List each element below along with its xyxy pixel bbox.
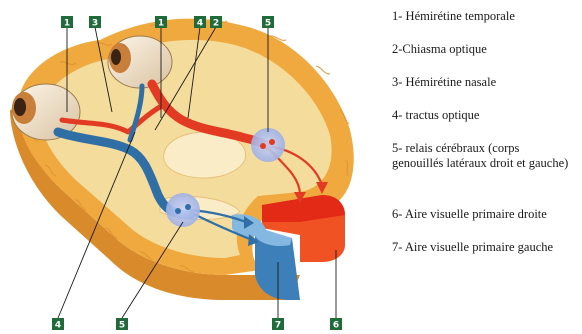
svg-text:1: 1	[64, 19, 70, 29]
callout-7: 7	[272, 318, 284, 331]
callout-6: 6	[330, 318, 342, 331]
eye-right	[108, 36, 172, 88]
svg-text:5: 5	[265, 19, 271, 29]
legend-item-7: 7- Aire visuelle primaire gauche	[392, 240, 580, 255]
relay-left	[166, 193, 200, 227]
svg-text:2: 2	[213, 19, 219, 29]
svg-text:5: 5	[119, 321, 125, 331]
legend-item-4: 4- tractus optique	[392, 108, 580, 123]
legend-item-3: 3- Hémirétine nasale	[392, 75, 580, 90]
svg-text:1: 1	[158, 19, 164, 29]
legend-item-1: 1- Hémirétine temporale	[392, 9, 580, 24]
legend-item-2: 2-Chiasma optique	[392, 42, 580, 57]
legend-item-6: 6- Aire visuelle primaire droite	[392, 207, 580, 222]
svg-text:3: 3	[92, 19, 98, 29]
callout-4-top: 4	[194, 16, 206, 29]
relay-right	[251, 128, 285, 162]
svg-text:4: 4	[197, 19, 203, 29]
callout-4-bottom: 4	[52, 318, 64, 331]
callout-1: 1	[61, 16, 73, 29]
svg-text:7: 7	[275, 321, 281, 331]
svg-text:4: 4	[55, 321, 61, 331]
callout-5-bottom: 5	[116, 318, 128, 331]
visual-pathway-diagram: 1 3 1 4 2 5 4 5 7 6	[0, 0, 375, 334]
callout-3: 3	[89, 16, 101, 29]
legend-item-5: 5- relais cérébraux (corps genouillés la…	[392, 141, 572, 171]
callout-5-top: 5	[262, 16, 274, 29]
callout-1b: 1	[155, 16, 167, 29]
svg-text:6: 6	[333, 321, 339, 331]
callout-2: 2	[210, 16, 222, 29]
